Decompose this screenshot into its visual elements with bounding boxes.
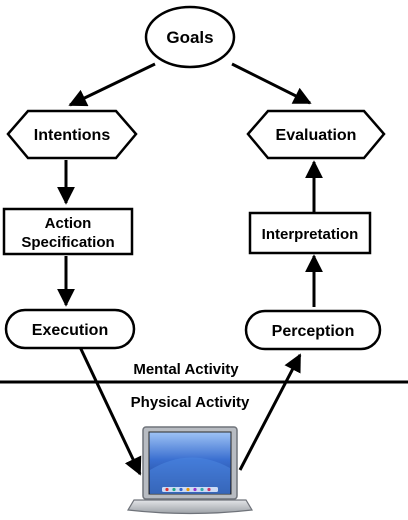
node-goals: Goals — [144, 5, 236, 69]
dock-dot-icon — [193, 487, 197, 492]
evaluation-hexagon — [246, 109, 386, 160]
node-perception: Perception — [244, 309, 382, 351]
perception-box — [244, 309, 382, 351]
evaluation-label: Evaluation — [276, 127, 357, 144]
dock-dot-icon — [200, 487, 204, 492]
intentions-label: Intentions — [34, 127, 111, 144]
mental-physical-divider: Mental Activity Physical Activity — [0, 361, 408, 411]
goals-ellipse — [144, 5, 236, 69]
interpretation-box — [248, 211, 372, 255]
dock-dot-icon — [207, 487, 211, 492]
arrow-execution-to-laptop — [78, 346, 142, 476]
execution-label: Execution — [32, 322, 108, 339]
execution-box — [4, 308, 136, 350]
laptop-base — [127, 499, 253, 515]
dock-dot-icon — [165, 487, 169, 492]
action-specification-label-line2: Specification — [21, 234, 114, 251]
mental-activity-label: Mental Activity — [133, 361, 239, 378]
dock-dot-icon — [179, 487, 183, 492]
dock-dot-icon — [172, 487, 176, 492]
arrow-goals-to-intentions — [68, 62, 156, 107]
laptop-dock — [162, 487, 218, 492]
action-specification-box — [2, 207, 134, 256]
action-specification-label-line1: Action — [45, 215, 92, 232]
laptop-computer-icon — [127, 426, 253, 515]
node-intentions: Intentions — [6, 109, 138, 160]
interpretation-label: Interpretation — [262, 226, 359, 243]
node-interpretation: Interpretation — [248, 211, 372, 255]
node-execution: Execution — [4, 308, 136, 350]
physical-activity-label: Physical Activity — [131, 394, 250, 411]
goals-label: Goals — [166, 28, 213, 47]
arrows — [57, 62, 323, 476]
perception-label: Perception — [272, 323, 355, 340]
intentions-hexagon — [6, 109, 138, 160]
arrow-goals-to-evaluation — [231, 62, 312, 105]
node-action-specification: Action Specification — [2, 207, 134, 256]
dock-dot-icon — [186, 487, 190, 492]
node-evaluation: Evaluation — [246, 109, 386, 160]
laptop-screen-glow — [150, 457, 230, 494]
arrow-laptop-to-perception — [238, 353, 302, 471]
